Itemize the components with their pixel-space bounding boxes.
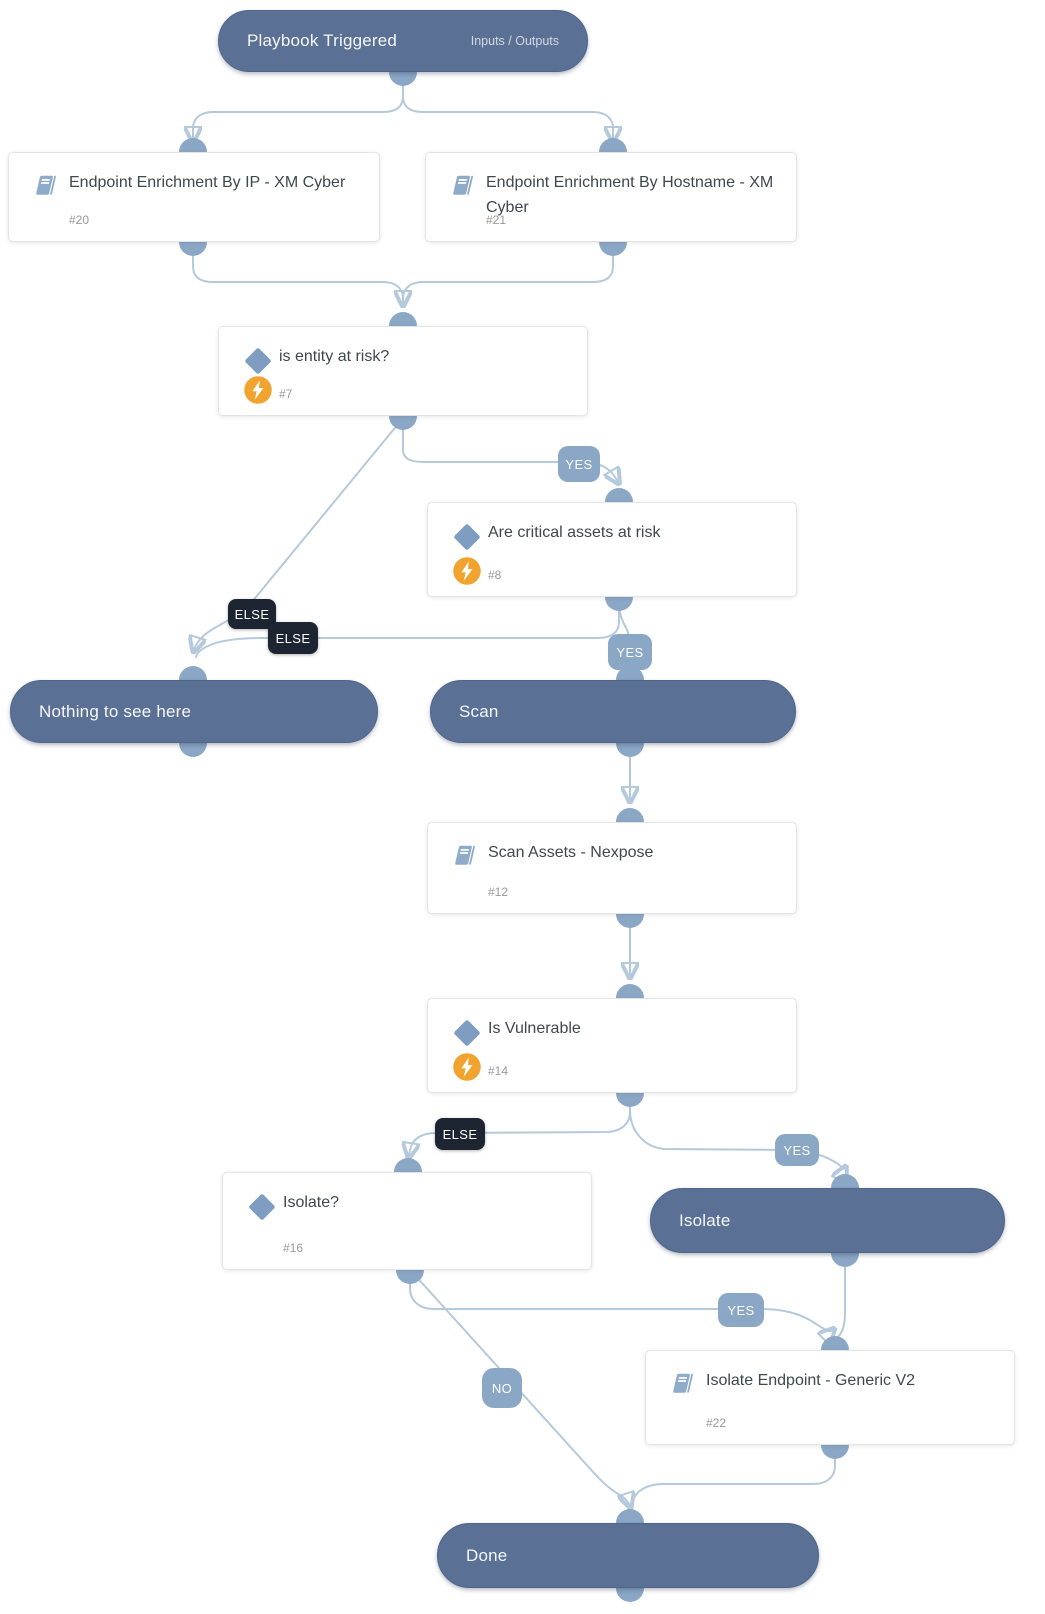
edge-isolateq-no	[411, 1271, 630, 1506]
node-isolate[interactable]: Isolate	[650, 1188, 1005, 1253]
playbook-icon	[673, 1373, 693, 1393]
node-isolate-endpoint-generic-v2[interactable]: Isolate Endpoint - Generic V2 #22	[645, 1350, 1015, 1445]
branch-label-yes: YES	[718, 1293, 764, 1327]
node-title: Endpoint Enrichment By IP - XM Cyber	[69, 174, 346, 191]
edge-isolate-to-isolateendpoint	[836, 1254, 846, 1339]
edge-entity-risk-yes	[402, 417, 618, 482]
node-is-vulnerable[interactable]: Is Vulnerable #14	[427, 998, 797, 1093]
node-done[interactable]: Done	[437, 1523, 819, 1588]
edge-entity-risk-else	[194, 417, 404, 650]
inputs-outputs-link[interactable]: Inputs / Outputs	[470, 34, 559, 48]
edge-start-to-enrich-ip	[193, 73, 404, 140]
branch-label-else: ELSE	[268, 622, 318, 654]
automation-lightning-icon	[453, 1053, 481, 1081]
node-title: Are critical assets at risk	[488, 524, 661, 541]
branch-label-yes: YES	[608, 634, 652, 670]
branch-label-else: ELSE	[435, 1118, 485, 1150]
node-are-critical-assets-at-risk[interactable]: Are critical assets at risk #8	[427, 502, 797, 597]
playbook-icon	[36, 175, 56, 195]
node-playbook-triggered[interactable]: Playbook Triggered Inputs / Outputs	[218, 10, 588, 72]
condition-icon	[249, 1194, 275, 1220]
condition-icon	[454, 1020, 480, 1046]
node-title: is entity at risk?	[279, 348, 390, 365]
condition-icon	[454, 524, 480, 550]
node-title: Endpoint Enrichment By Hostname - XM Cyb…	[486, 174, 774, 216]
node-title: Scan	[459, 701, 499, 721]
node-title: Is Vulnerable	[488, 1020, 581, 1037]
branch-label-yes: YES	[775, 1134, 819, 1166]
edge-vulnerable-else	[409, 1094, 631, 1156]
node-scan-assets-nexpose[interactable]: Scan Assets - Nexpose #12	[427, 822, 797, 914]
node-id: #21	[486, 213, 507, 227]
node-id: #12	[488, 885, 509, 899]
branch-label-else: ELSE	[228, 599, 276, 629]
node-nothing-to-see-here[interactable]: Nothing to see here	[10, 680, 378, 743]
node-title: Scan Assets - Nexpose	[488, 844, 654, 861]
node-scan[interactable]: Scan	[430, 680, 796, 743]
node-endpoint-enrichment-by-hostname[interactable]: Endpoint Enrichment By Hostname - XM Cyb…	[425, 152, 797, 242]
edge-start-to-enrich-hostname	[402, 73, 613, 140]
node-title: Done	[466, 1545, 508, 1565]
branch-label-no: NO	[482, 1368, 522, 1408]
edge-enrich-hostname-to-condition	[402, 243, 614, 299]
automation-lightning-icon	[244, 376, 272, 404]
node-title: Isolate Endpoint - Generic V2	[706, 1372, 916, 1389]
edge-enrich-ip-to-condition	[192, 243, 403, 304]
edge-isolateendpoint-to-done	[631, 1446, 836, 1507]
playbook-icon	[453, 175, 473, 195]
node-title: Isolate?	[283, 1194, 340, 1211]
condition-icon	[245, 348, 271, 374]
node-id: #16	[283, 1241, 304, 1255]
node-id: #22	[706, 1416, 727, 1430]
node-is-entity-at-risk[interactable]: is entity at risk? #7	[218, 326, 588, 416]
node-title: Isolate	[679, 1210, 731, 1230]
node-endpoint-enrichment-by-ip[interactable]: Endpoint Enrichment By IP - XM Cyber #20	[8, 152, 380, 242]
node-id: #8	[488, 568, 502, 582]
node-isolate-question[interactable]: Isolate? #16	[222, 1172, 592, 1270]
edge-critical-else	[195, 598, 620, 658]
playbook-icon	[455, 845, 475, 865]
node-id: #20	[69, 213, 90, 227]
branch-label-yes: YES	[558, 446, 600, 482]
node-id: #7	[279, 387, 293, 401]
automation-lightning-icon	[453, 557, 481, 585]
node-title: Playbook Triggered	[247, 31, 398, 50]
node-id: #14	[488, 1064, 509, 1078]
node-title: Nothing to see here	[39, 701, 192, 721]
edge-isolateq-yes	[409, 1271, 833, 1331]
